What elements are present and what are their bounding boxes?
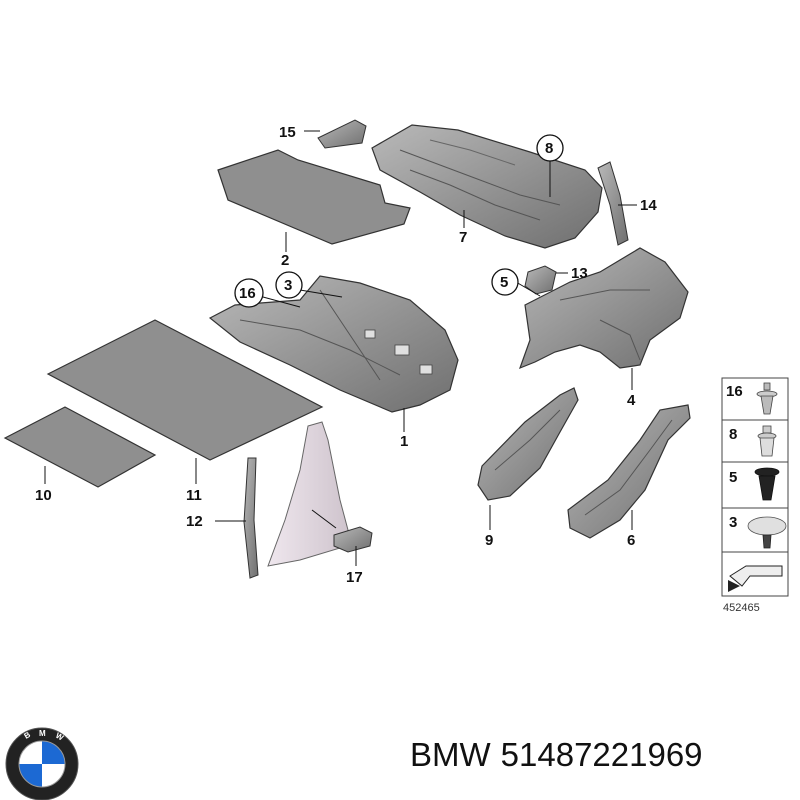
- callout-3: 3: [284, 277, 292, 294]
- part-6: [567, 404, 691, 539]
- parts-diagram: 15 2 7 8 14 13 5 4 3 16 1 11 10 12 17 9 …: [3, 119, 789, 614]
- part-1: [208, 275, 459, 413]
- legend-label-3: 3: [729, 514, 737, 531]
- callout-10: 10: [35, 487, 52, 504]
- callout-12: 12: [186, 513, 203, 530]
- svg-text:M: M: [39, 729, 46, 738]
- bmw-logo-icon: B M W: [5, 727, 79, 800]
- part-15: [317, 119, 367, 149]
- clip-8-icon: [757, 425, 777, 457]
- callout-15: 15: [279, 124, 296, 141]
- leader-lines: [44, 130, 637, 566]
- part-14: [597, 161, 629, 246]
- callout-7: 7: [459, 229, 467, 246]
- part-12: [243, 457, 259, 579]
- callout-11: 11: [186, 487, 202, 504]
- callout-4: 4: [627, 392, 636, 409]
- callout-6: 6: [627, 532, 635, 549]
- part-7: [371, 124, 603, 249]
- callout-1: 1: [400, 433, 408, 450]
- clip-5-icon: [754, 467, 780, 501]
- callout-circles: [234, 134, 564, 308]
- callout-16: 16: [239, 285, 256, 302]
- part-10: [3, 406, 157, 488]
- part-17: [333, 526, 373, 553]
- part-number: 51487221969: [500, 736, 703, 773]
- brand-name: BMW: [410, 736, 491, 773]
- callout-8: 8: [545, 140, 553, 157]
- callout-9: 9: [485, 532, 493, 549]
- arrow-icon: [728, 565, 783, 592]
- part-4: [518, 247, 689, 370]
- legend-label-16: 16: [726, 383, 743, 400]
- callouts: 15 2 7 8 14 13 5 4 3 16 1 11 10 12 17 9 …: [35, 124, 657, 586]
- part-2: [217, 149, 411, 245]
- reference-number: 452465: [723, 602, 760, 614]
- legend-label-5: 5: [729, 469, 737, 486]
- svg-text:W: W: [54, 731, 65, 743]
- clip-16-icon: [756, 382, 778, 415]
- callout-13: 13: [571, 265, 588, 282]
- part-13: [524, 265, 557, 295]
- part-9: [477, 387, 579, 501]
- callout-2: 2: [281, 252, 289, 269]
- callout-14: 14: [640, 197, 657, 214]
- clip-3-icon: [747, 516, 787, 549]
- callout-5: 5: [500, 274, 508, 291]
- part-11: [46, 319, 324, 461]
- svg-text:B: B: [23, 730, 33, 741]
- callout-17: 17: [346, 569, 363, 586]
- fastener-legend: 16 8 5 3 452465: [721, 377, 789, 614]
- legend-label-8: 8: [729, 426, 737, 443]
